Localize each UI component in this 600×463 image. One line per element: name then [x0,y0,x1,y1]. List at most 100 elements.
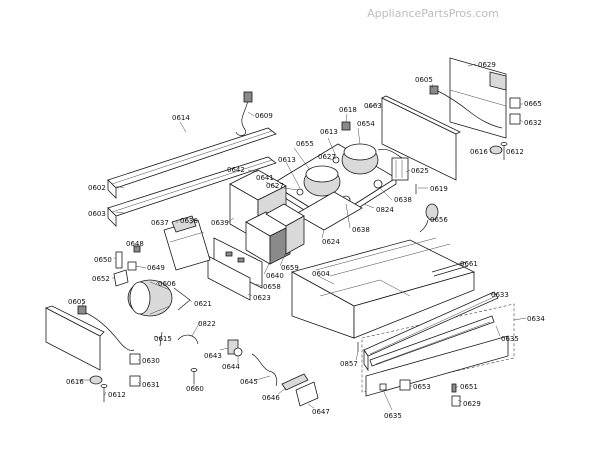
compressor-0654[interactable] [341,143,409,175]
heater-0647[interactable] [295,381,319,407]
callout-0627: 0627 [266,182,284,190]
callout-0642: 0642 [227,166,245,174]
callout-0637: 0637 [151,219,169,227]
callout-0623: 0623 [253,294,271,302]
grille-frame-0633[interactable] [363,291,499,372]
rear-panel-0629[interactable] [449,57,507,139]
upper-trim-panel-0602[interactable] [107,127,277,199]
bracket-0665[interactable] [509,97,521,109]
clip-0615[interactable] [159,331,163,347]
callout-0639: 0639 [211,219,229,227]
callout-0824: 0824 [376,206,394,214]
bracket-0632[interactable] [509,113,521,125]
callout-0629: 0629 [463,400,481,408]
callout-0614: 0614 [172,114,190,122]
callout-0661: 0661 [460,260,478,268]
callout-0659: 0659 [281,264,299,272]
callout-0635: 0635 [501,335,519,343]
base-pan-0604[interactable] [290,237,476,339]
screw-0612-bottom[interactable] [100,384,108,403]
clip-0649[interactable] [127,261,137,271]
filter-drier-0646[interactable] [281,373,309,391]
rail-0661[interactable] [431,261,469,277]
relay-0618[interactable] [341,121,351,131]
bracket-0652[interactable] [113,269,129,287]
fan-bracket-0621[interactable] [173,287,191,311]
callout-0615: 0615 [154,335,172,343]
callout-0621: 0621 [194,300,212,308]
callout-0653: 0653 [413,383,431,391]
compressor-tray-0624[interactable] [295,191,363,231]
control-module-0640[interactable] [245,211,291,265]
callout-0654: 0654 [357,120,375,128]
condenser-fan-0606[interactable] [127,279,173,317]
power-cord-0609[interactable] [235,91,253,136]
callout-0616: 0616 [470,148,488,156]
fitting-0643[interactable] [227,339,239,355]
control-board-0623[interactable] [207,255,251,301]
bracket-0650[interactable] [115,251,123,269]
callout-labels: 0629 0605 0665 0632 0616 0612 0618 0663 … [66,61,545,420]
grille-0635[interactable] [369,315,495,367]
callout-0627: 0627 [318,153,336,161]
callout-0634: 0634 [527,315,545,323]
callout-0652: 0652 [92,275,110,283]
callout-0602: 0602 [88,184,106,192]
leader-lines [78,63,527,411]
callout-0619: 0619 [430,185,448,193]
callout-0663: 0663 [364,102,382,110]
callout-0647: 0647 [312,408,330,416]
overload-0625[interactable] [391,157,409,181]
mounting-panel-0663[interactable] [381,95,461,181]
callout-0651: 0651 [460,383,478,391]
wire-harness-0605-top[interactable] [429,85,503,129]
screw-0612-top[interactable] [500,142,508,161]
callout-0613: 0613 [278,156,296,164]
foot-0616-top[interactable] [489,145,503,155]
cover-0629-bottom[interactable] [451,395,461,407]
callout-0857: 0857 [340,360,358,368]
grommet-0627b[interactable] [296,188,304,196]
bracket-0653[interactable] [399,379,411,391]
callout-0665: 0665 [524,100,542,108]
callout-0660: 0660 [186,385,204,393]
lower-trim-panel-0603[interactable] [107,156,277,227]
callout-0629: 0629 [478,61,496,69]
control-module-0659[interactable] [265,203,305,255]
callout-0604: 0604 [312,270,330,278]
callout-0658: 0658 [263,283,281,291]
callout-0632: 0632 [524,119,542,127]
callout-0638: 0638 [394,196,412,204]
clip-0651[interactable] [451,383,457,393]
capacitor-0656[interactable] [419,203,439,233]
callout-0631: 0631 [142,381,160,389]
callout-0822: 0822 [198,320,216,328]
control-board-0658[interactable] [213,237,263,289]
callout-0612: 0612 [108,391,126,399]
fan-bracket-0637[interactable] [171,215,197,233]
callout-0603: 0603 [88,210,106,218]
foot-0616-bottom[interactable] [89,375,103,385]
callout-0656: 0656 [430,216,448,224]
callout-0643: 0643 [204,352,222,360]
tube-0645[interactable] [251,353,278,387]
callout-0640: 0640 [266,272,284,280]
callout-0650: 0650 [94,256,112,264]
callout-0644: 0644 [222,363,240,371]
compressor-0655[interactable] [303,165,341,197]
callout-0648: 0648 [126,240,144,248]
wire-0822[interactable] [177,334,199,345]
bracket-0630[interactable] [129,353,141,365]
callout-0609: 0609 [255,112,273,120]
bracket-0631[interactable] [129,375,141,387]
callout-0646: 0646 [262,394,280,402]
callout-0649: 0649 [147,264,165,272]
valve-0644[interactable] [233,347,243,357]
clip-0648[interactable] [133,245,141,253]
side-panel-0605[interactable] [44,305,105,371]
callout-0638: 0638 [352,226,370,234]
callout-0605: 0605 [415,76,433,84]
bolt-0660[interactable] [190,368,198,385]
callout-0605: 0605 [68,298,86,306]
